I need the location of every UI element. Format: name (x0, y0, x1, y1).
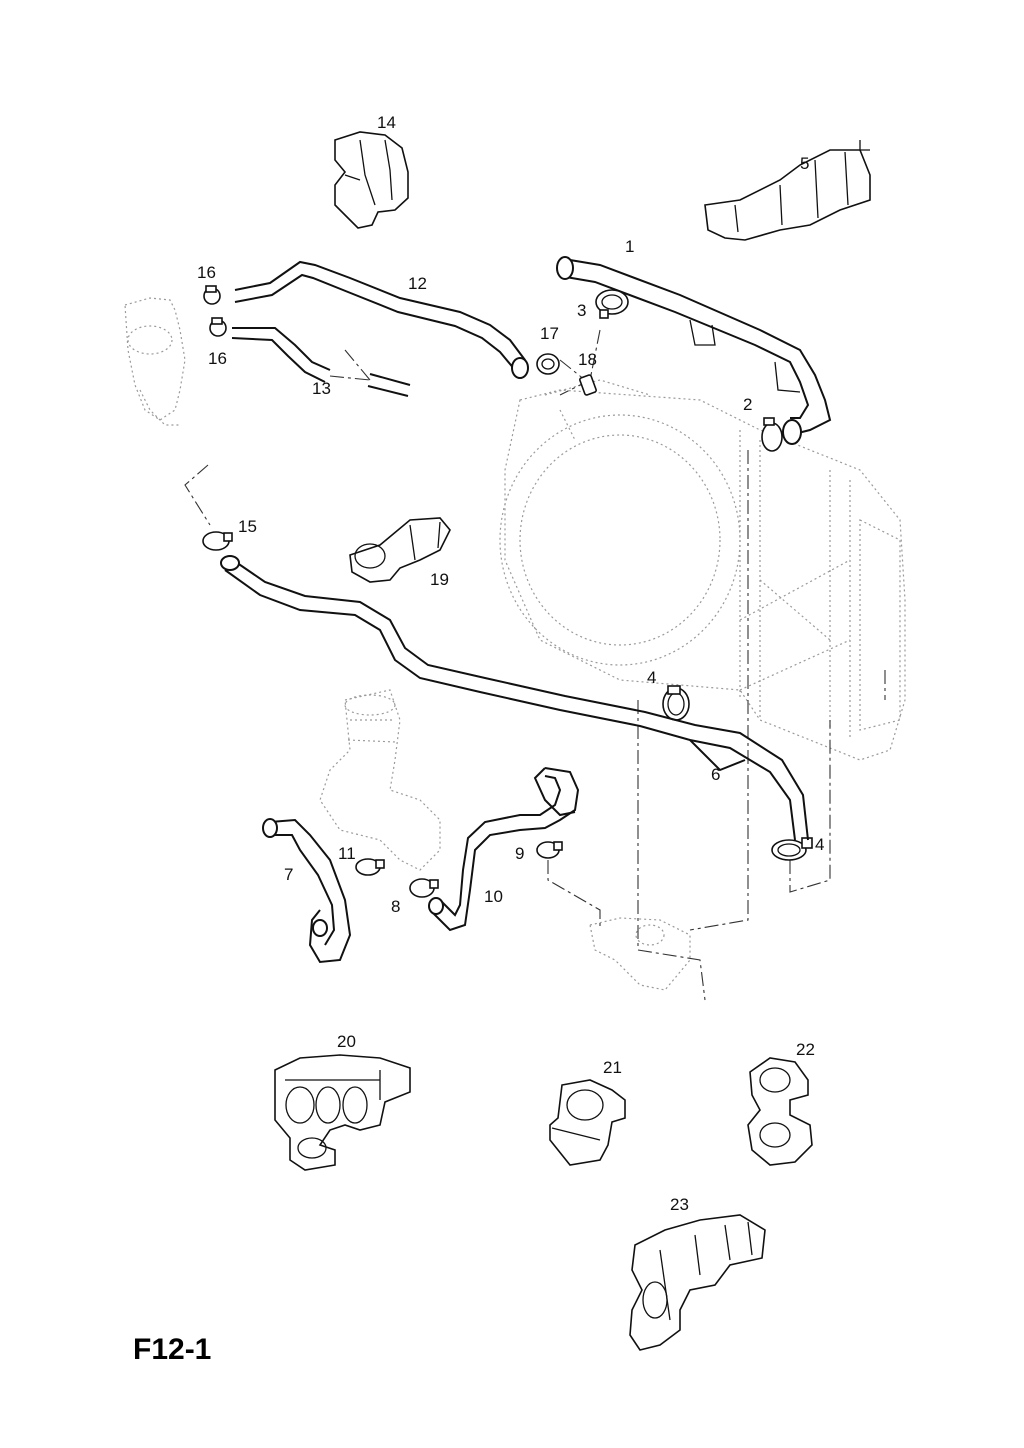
expansion-tank-ghost (124, 297, 186, 426)
callout-13: 13 (312, 379, 331, 398)
callout-12: 12 (408, 274, 427, 293)
callout-23: 23 (670, 1195, 689, 1214)
callout-16-lower: 16 (208, 349, 227, 368)
callout-6: 6 (711, 765, 721, 784)
part-4-clamp-upper (662, 685, 690, 721)
callout-9: 9 (515, 844, 525, 863)
part-14-clip (334, 131, 409, 229)
callout-10: 10 (484, 887, 503, 906)
callout-4-upper: 4 (647, 668, 657, 687)
callout-8: 8 (391, 897, 401, 916)
part-1-upper-radiator-hose (556, 256, 832, 445)
callout-18: 18 (578, 350, 597, 369)
part-18-screw (579, 374, 597, 396)
page-code: F12-1 (133, 1333, 212, 1366)
part-11-clamp (355, 858, 385, 876)
callout-3: 3 (577, 301, 587, 320)
part-16-clamp-lower (209, 317, 227, 337)
part-9-clamp (536, 841, 563, 859)
callout-16-upper: 16 (197, 263, 216, 282)
thermostat-housing-ghost (319, 689, 441, 871)
part-6-coolant-hose (220, 555, 809, 841)
part-8-clamp (409, 878, 439, 898)
part-4-clamp-lower (771, 837, 813, 861)
callout-19: 19 (430, 570, 449, 589)
part-21-clip (549, 1079, 626, 1166)
callout-4-lower: 4 (815, 835, 825, 854)
callout-21: 21 (603, 1058, 622, 1077)
part-19-bracket-clip (349, 517, 451, 583)
radiator-shroud-ghost (499, 379, 906, 761)
part-20-multi-clip (274, 1054, 411, 1171)
part-7-small-hose (262, 818, 352, 964)
callout-17: 17 (540, 324, 559, 343)
part-2-clamp (761, 417, 783, 452)
leader-lines (184, 329, 886, 1001)
part-12-hose (234, 260, 529, 379)
callout-7: 7 (284, 865, 294, 884)
part-16-clamp-upper (203, 285, 221, 305)
part-13-hose (231, 327, 411, 397)
part-17-clamp (536, 353, 560, 375)
pipe-fitting-ghost (589, 917, 691, 991)
part-22-double-clip (747, 1057, 813, 1166)
callout-2: 2 (743, 395, 753, 414)
part-10-hose (428, 767, 580, 932)
callout-11: 11 (338, 844, 356, 863)
callout-14: 14 (377, 113, 396, 132)
part-15-clamp (202, 531, 233, 551)
callout-22: 22 (796, 1040, 815, 1059)
part-5-bracket (704, 140, 871, 241)
callout-1: 1 (625, 237, 635, 256)
callout-20: 20 (337, 1032, 356, 1051)
callout-15: 15 (238, 517, 257, 536)
part-23-large-bracket (629, 1214, 766, 1351)
part-3-clamp (595, 289, 629, 319)
callout-5: 5 (800, 154, 810, 173)
